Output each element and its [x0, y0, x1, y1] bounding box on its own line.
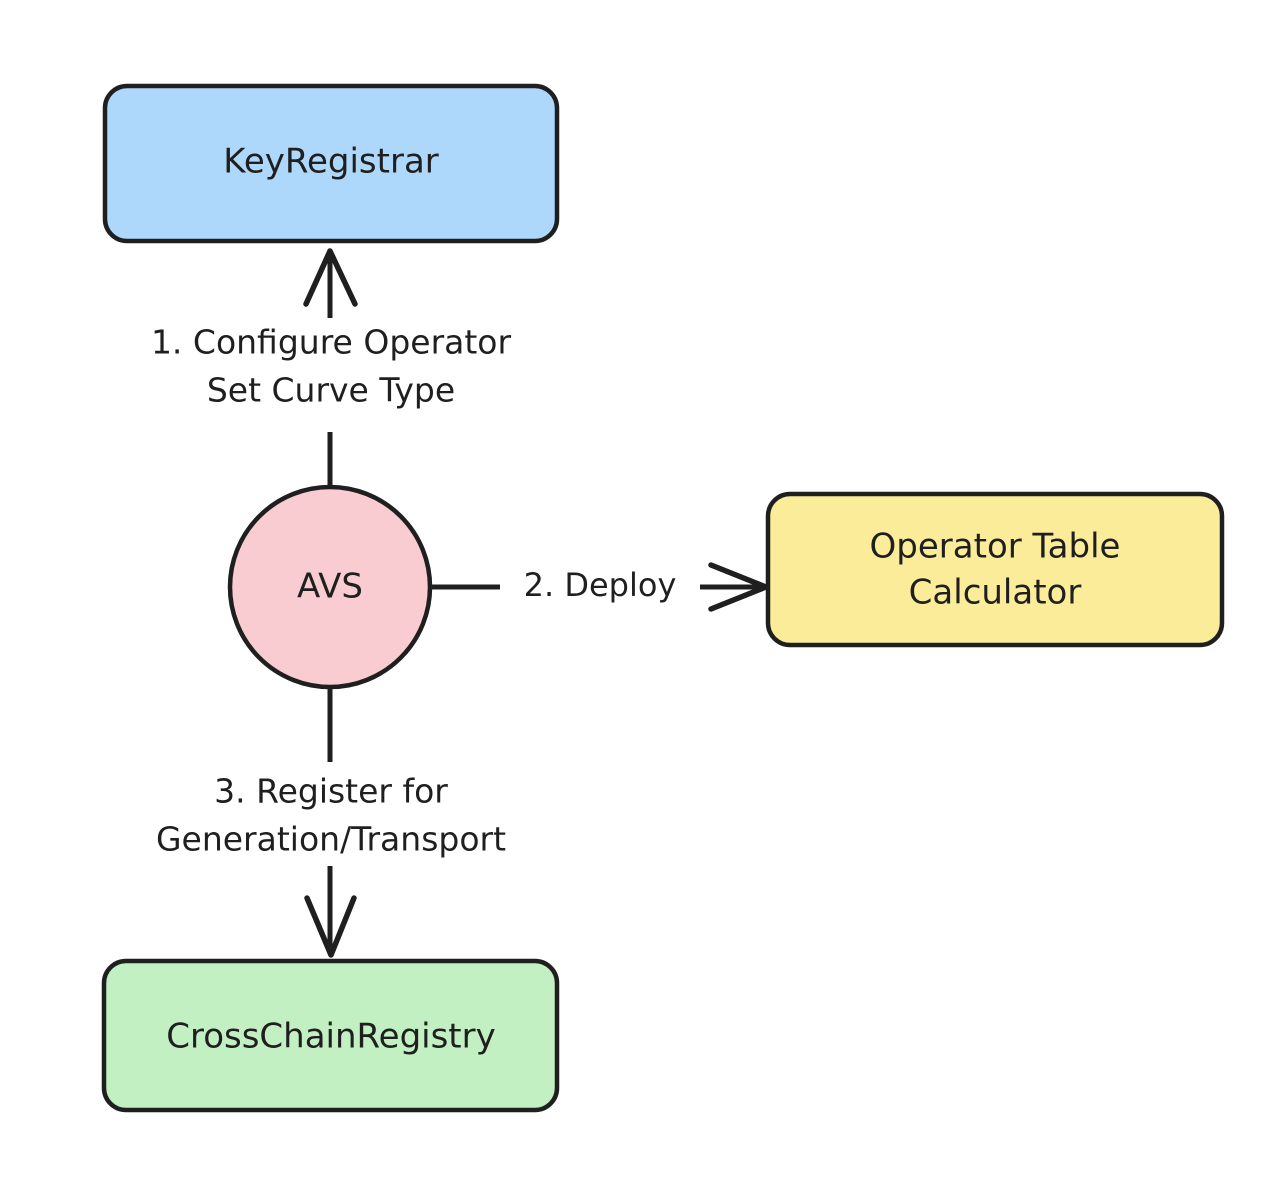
node-cross-chain-registry-label: CrossChainRegistry	[166, 1017, 496, 1057]
arrowhead-up-icon	[303, 248, 358, 307]
node-cross-chain-registry[interactable]: CrossChainRegistry	[101, 958, 560, 1113]
edge-label-configure-operator-set-curve-type: 1. Configure Operator Set Curve Type	[151, 323, 512, 410]
node-operator-table-calculator-label-line1: Operator Table	[870, 527, 1121, 567]
edge-label-deploy: 2. Deploy	[524, 566, 677, 604]
edge-label-line2: Set Curve Type	[207, 371, 455, 410]
node-key-registrar-shape[interactable]	[102, 83, 560, 244]
node-operator-table-calculator[interactable]: Operator Table Calculator	[765, 491, 1225, 648]
node-avs-shape[interactable]	[227, 484, 433, 690]
node-key-registrar[interactable]: KeyRegistrar	[102, 83, 560, 244]
node-avs-label: AVS	[297, 567, 363, 607]
edge-avs-to-key-registrar	[303, 248, 358, 488]
arrowhead-down-icon	[304, 895, 357, 958]
node-operator-table-calculator-label-line2: Calculator	[909, 573, 1082, 613]
node-key-registrar-label: KeyRegistrar	[223, 142, 439, 182]
edge-label-register-for-generation-transport: 3. Register for Generation/Transport	[156, 772, 506, 859]
edge-label-line2: Generation/Transport	[156, 820, 506, 859]
node-cross-chain-registry-shape[interactable]	[101, 958, 560, 1113]
edge-label-text: 2. Deploy	[524, 566, 677, 604]
node-operator-table-calculator-shape[interactable]	[765, 491, 1225, 648]
edge-label-line1: 1. Configure Operator	[151, 323, 512, 362]
edge-avs-to-cross-chain-registry	[304, 687, 357, 958]
node-avs[interactable]: AVS	[227, 484, 433, 690]
edge-label-line1: 3. Register for	[214, 772, 448, 811]
